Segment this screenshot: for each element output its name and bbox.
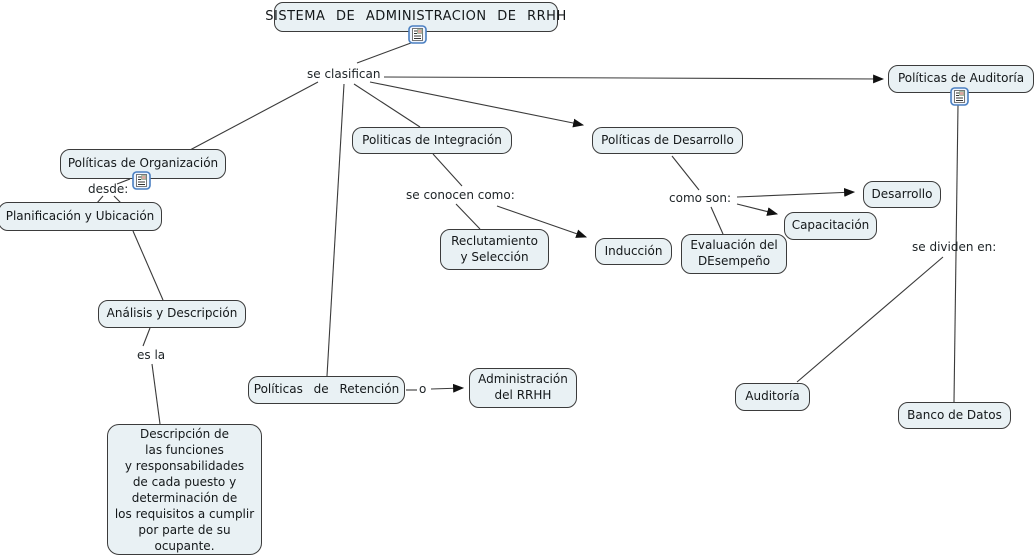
link-se-conocen-como[interactable]: se conocen como: — [406, 188, 515, 202]
edge-seconocen-reclutamiento — [455, 203, 481, 230]
node-politicas-de-desarrollo[interactable]: Políticas de Desarrollo — [592, 127, 743, 154]
resource-document-icon[interactable] — [408, 25, 427, 44]
node-planificacion-y-ubicacion[interactable]: Planificación y Ubicación — [0, 202, 162, 231]
node-auditoria[interactable]: Auditoría — [735, 383, 810, 411]
edge-seclasifican-retencion — [326, 83, 345, 377]
resource-document-icon[interactable] — [132, 171, 151, 190]
edge-auditoria-bancodatos — [953, 104, 959, 403]
edge-analisis-esla — [142, 327, 151, 347]
node-politicas-de-integracion[interactable]: Politicas de Integración — [352, 127, 512, 154]
edge-sedividen-auditoria — [796, 256, 944, 383]
edge-comoson-desarrollo-arrow — [736, 188, 856, 198]
edge-seclasifican-desarrollo-arrow — [369, 81, 585, 128]
node-desarrollo[interactable]: Desarrollo — [863, 181, 941, 208]
edge-desarrollo-comoson — [671, 155, 700, 191]
node-induccion[interactable]: Inducción — [595, 238, 672, 265]
node-descripcion-funciones[interactable]: Descripción de las funciones y responsab… — [107, 424, 262, 555]
node-administracion-del-rrhh[interactable]: Administración del RRHH — [469, 368, 577, 408]
link-o[interactable]: o — [419, 382, 427, 396]
edge-seconocen-induccion-arrow — [496, 205, 588, 238]
edge-integracion-seconocen — [432, 153, 463, 187]
node-banco-de-datos[interactable]: Banco de Datos — [898, 402, 1011, 429]
edge-organizacion-desde — [116, 178, 131, 185]
edge-o-administracion-arrow — [430, 383, 465, 393]
edge-seclasifican-auditoria-arrow — [383, 74, 885, 84]
edge-seclasifican-organizacion — [189, 81, 319, 151]
edge-desde-planificacion-b — [113, 195, 122, 204]
edge-desde-planificacion-a — [96, 195, 104, 204]
node-politicas-de-retencion[interactable]: Políticas de Retención — [248, 376, 405, 404]
node-evaluacion-del-desempeno[interactable]: Evaluación del DEsempeño — [681, 234, 787, 274]
link-es-la[interactable]: es la — [137, 348, 166, 362]
link-se-dividen-en[interactable]: se dividen en: — [912, 240, 997, 254]
edge-esla-descripcion — [151, 363, 161, 425]
node-capacitacion[interactable]: Capacitación — [784, 212, 877, 240]
edge-comoson-capacitacion-arrow — [736, 203, 779, 216]
edge-title-seclasifican — [356, 39, 420, 64]
resource-document-icon[interactable] — [950, 87, 969, 106]
link-desde[interactable]: desde: — [88, 182, 129, 196]
edge-seclasifican-integracion — [353, 83, 421, 128]
link-se-clasifican[interactable]: se clasifican — [307, 67, 381, 81]
edge-planificacion-analisis — [132, 230, 164, 301]
link-como-son[interactable]: como son: — [669, 191, 732, 205]
node-analisis-y-descripcion[interactable]: Análisis y Descripción — [98, 300, 246, 328]
node-reclutamiento-y-seleccion[interactable]: Reclutamiento y Selección — [440, 229, 549, 270]
edge-comoson-evaluacion — [710, 206, 724, 235]
